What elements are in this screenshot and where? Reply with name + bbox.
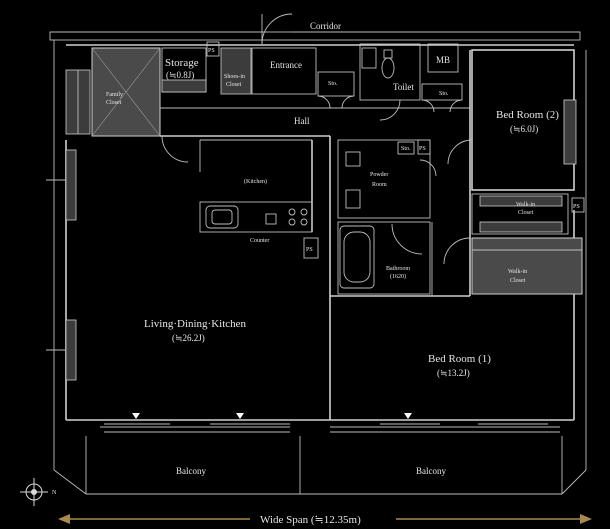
- svg-text:Shoes-in: Shoes-in: [224, 74, 245, 80]
- walkin-closet-1: Walk-in Closet PS: [471, 193, 585, 235]
- bedroom2-label: Bed Room (2): [496, 109, 559, 121]
- entrance: Entrance: [251, 47, 317, 95]
- svg-text:Sto.: Sto.: [401, 146, 411, 152]
- arrow-right-icon: [580, 514, 592, 524]
- svg-text:Room: Room: [372, 182, 387, 188]
- svg-text:Walk-in: Walk-in: [508, 269, 527, 275]
- svg-text:N: N: [52, 490, 57, 496]
- balcony-label-left: Balcony: [176, 466, 206, 476]
- ldk-label: Living·Dining·Kitchen: [144, 318, 247, 330]
- corridor-label: Corridor: [310, 21, 341, 31]
- bedroom1-size: (≒13.2J): [437, 368, 470, 378]
- sto-1: Sto.: [317, 71, 355, 109]
- hall-label: Hall: [294, 116, 310, 126]
- bathroom: Bathroom (1620): [337, 221, 431, 295]
- bathroom-label: Bathroom: [386, 266, 410, 272]
- svg-text:Closet: Closet: [518, 210, 534, 216]
- storage-room: Storage (≒0.8J): [161, 47, 207, 93]
- entrance-door-swing: [261, 13, 293, 45]
- toilet-room: Toilet: [359, 43, 421, 121]
- svg-text:PS: PS: [419, 146, 426, 152]
- kitchen: (Kitchen) Counter PS: [199, 139, 319, 259]
- family-closet: Family Closet: [65, 47, 161, 137]
- svg-text:Walk-in: Walk-in: [516, 202, 535, 208]
- toilet-label: Toilet: [393, 82, 414, 92]
- living-dining-kitchen: Living·Dining·Kitchen (≒26.2J): [46, 149, 247, 381]
- mb-box: MB: [427, 43, 459, 73]
- balcony-label-right: Balcony: [416, 466, 446, 476]
- svg-text:Closet: Closet: [510, 278, 526, 284]
- storage-size: (≒0.8J): [166, 70, 194, 80]
- triangle-marker-icon: [404, 413, 412, 419]
- svg-text:PS: PS: [573, 204, 580, 210]
- storage-label: Storage: [165, 57, 199, 69]
- svg-text:(1620): (1620): [390, 273, 406, 280]
- mb-label: MB: [436, 55, 450, 65]
- walkin-closet-2: Walk-in Closet: [443, 237, 583, 295]
- bedroom1-label: Bed Room (1): [428, 353, 491, 365]
- north-compass-icon: N: [20, 478, 57, 506]
- arrow-left-icon: [58, 514, 70, 524]
- ldk-size: (≒26.2J): [172, 333, 205, 343]
- triangle-marker-icon: [236, 413, 244, 419]
- sto-2: Sto.: [421, 83, 463, 113]
- entrance-label: Entrance: [270, 60, 302, 70]
- shoes-in-closet: Shoes-in Closet: [220, 47, 252, 95]
- bedroom2-size: (≒6.0J): [510, 124, 538, 134]
- svg-text:Closet: Closet: [106, 100, 122, 106]
- svg-text:PS: PS: [306, 247, 313, 253]
- ps-box-1: [206, 41, 220, 57]
- svg-text:PS: PS: [208, 48, 215, 54]
- svg-text:Sto.: Sto.: [328, 81, 338, 87]
- counter-label: Counter: [250, 238, 269, 244]
- triangle-marker-icon: [132, 413, 140, 419]
- balcony-sashes: [104, 423, 560, 433]
- svg-text:Closet: Closet: [226, 82, 242, 88]
- powder-room: Sto. PS Powder Room: [337, 139, 437, 219]
- wide-span-label: Wide Span (≒12.35m): [260, 514, 361, 526]
- wide-span-dimension: Wide Span (≒12.35m): [58, 514, 592, 526]
- bedroom-1: Bed Room (1) (≒13.2J): [428, 353, 491, 378]
- powder-room-label: Powder: [370, 172, 388, 178]
- svg-text:Family: Family: [106, 92, 123, 98]
- kitchen-label: (Kitchen): [244, 178, 267, 185]
- bedroom-2: Bed Room (2) (≒6.0J): [447, 49, 577, 191]
- balcony: Balcony Balcony: [53, 436, 587, 495]
- svg-text:Sto.: Sto.: [439, 91, 449, 97]
